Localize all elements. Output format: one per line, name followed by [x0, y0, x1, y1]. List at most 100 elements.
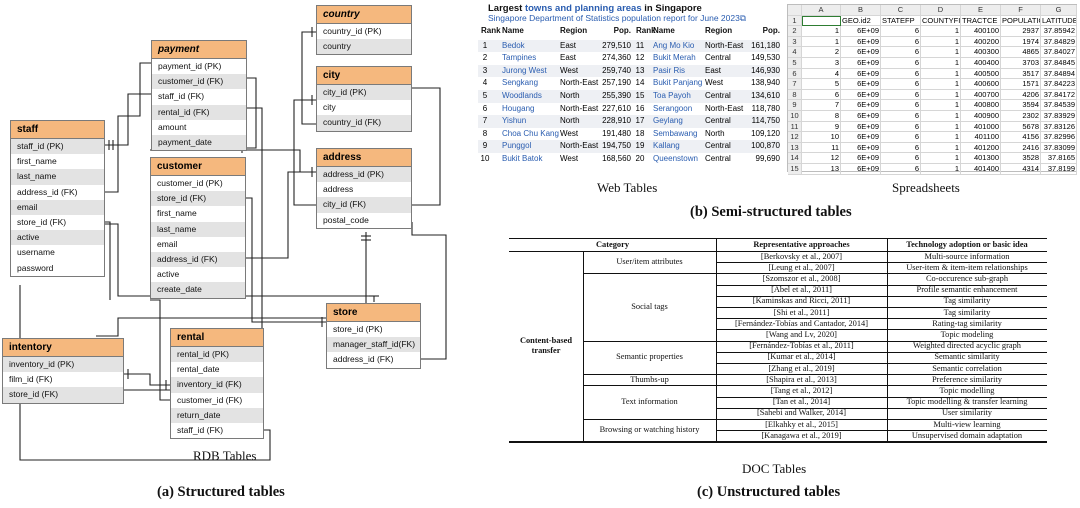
sheet-column-header[interactable]: F — [1001, 5, 1041, 16]
sheet-cell[interactable]: 6 — [881, 100, 921, 111]
sheet-cell[interactable]: 8 — [802, 111, 841, 122]
sheet-cell[interactable]: 6 — [881, 47, 921, 58]
sheet-cell[interactable]: 13 — [802, 164, 841, 175]
sheet-cell[interactable]: 6E+09 — [841, 100, 881, 111]
sheet-cell[interactable]: 6 — [881, 58, 921, 69]
sheet-cell[interactable]: 401000 — [961, 121, 1001, 133]
sheet-cell[interactable]: 6 — [881, 164, 921, 175]
sheet-cell[interactable]: 1571 — [1001, 79, 1041, 90]
sheet-row-header[interactable]: 11 — [788, 121, 802, 133]
sheet-column-header[interactable]: C — [881, 5, 921, 16]
sheet-cell[interactable]: 400400 — [961, 58, 1001, 69]
sheet-cell[interactable]: 4156 — [1001, 132, 1041, 143]
sheet-cell[interactable]: 6E+09 — [841, 121, 881, 133]
sheet-row-header[interactable]: 6 — [788, 68, 802, 80]
sheet-row-header[interactable]: 13 — [788, 142, 802, 154]
sheet-cell[interactable]: 10 — [802, 132, 841, 143]
town-link[interactable]: Ang Mo Kio — [653, 40, 695, 50]
town-link[interactable]: Bukit Batok — [502, 154, 543, 163]
sheet-cell[interactable]: TRACTCE — [961, 15, 1001, 27]
sheet-cell[interactable]: 37.82996 — [1041, 132, 1077, 143]
town-link[interactable]: Sembawang — [653, 128, 698, 138]
sheet-cell[interactable]: 401300 — [961, 153, 1001, 164]
sheet-cell[interactable]: 1 — [921, 132, 961, 143]
sheet-cell[interactable]: 3517 — [1001, 68, 1041, 80]
sheet-cell[interactable]: 400900 — [961, 111, 1001, 122]
town-link[interactable]: Jurong West — [502, 65, 547, 75]
sheet-cell[interactable]: 6E+09 — [841, 153, 881, 164]
sheet-cell[interactable]: 400100 — [961, 26, 1001, 37]
web-table-subtitle[interactable]: Singapore Department of Statistics popul… — [488, 13, 746, 23]
sheet-row-header[interactable]: 10 — [788, 111, 802, 122]
sheet-cell[interactable]: 6E+09 — [841, 26, 881, 37]
sheet-cell[interactable]: 6 — [881, 121, 921, 133]
sheet-cell[interactable]: 400600 — [961, 79, 1001, 90]
sheet-cell[interactable]: 6 — [881, 142, 921, 154]
sheet-cell[interactable]: 4314 — [1001, 164, 1041, 175]
sheet-column-header[interactable]: E — [961, 5, 1001, 16]
sheet-column-header[interactable] — [788, 5, 802, 16]
town-link[interactable]: Bukit Panjang — [653, 78, 703, 88]
sheet-cell[interactable]: 37.83099 — [1041, 142, 1077, 154]
sheet-cell[interactable] — [802, 15, 841, 27]
sheet-cell[interactable]: 401100 — [961, 132, 1001, 143]
sheet-cell[interactable]: 5 — [802, 79, 841, 90]
sheet-cell[interactable]: 400200 — [961, 36, 1001, 48]
sheet-cell[interactable]: LATITUDE — [1041, 15, 1077, 27]
sheet-cell[interactable]: 1 — [802, 36, 841, 48]
sheet-cell[interactable]: 1 — [921, 100, 961, 111]
sheet-cell[interactable]: 400800 — [961, 100, 1001, 111]
sheet-cell[interactable]: 2416 — [1001, 142, 1041, 154]
sheet-cell[interactable]: 1 — [921, 68, 961, 80]
town-link[interactable]: Choa Chu Kang — [502, 128, 559, 138]
sheet-cell[interactable]: 400700 — [961, 89, 1001, 101]
sheet-cell[interactable]: 4865 — [1001, 47, 1041, 58]
sheet-cell[interactable]: 400500 — [961, 68, 1001, 80]
town-link[interactable]: Hougang — [502, 103, 535, 113]
sheet-row-header[interactable]: 2 — [788, 26, 802, 37]
sheet-column-header[interactable]: G — [1041, 5, 1077, 16]
sheet-cell[interactable]: 37.8165 — [1041, 153, 1077, 164]
sheet-row-header[interactable]: 14 — [788, 153, 802, 164]
sheet-cell[interactable]: 6 — [881, 79, 921, 90]
sheet-cell[interactable]: 37.84172 — [1041, 89, 1077, 101]
sheet-cell[interactable]: 1 — [921, 79, 961, 90]
sheet-cell[interactable]: 1 — [921, 153, 961, 164]
sheet-cell[interactable]: 401400 — [961, 164, 1001, 175]
sheet-cell[interactable]: 6E+09 — [841, 68, 881, 80]
sheet-cell[interactable]: 37.84845 — [1041, 58, 1077, 69]
sheet-cell[interactable]: 6 — [881, 26, 921, 37]
sheet-row-header[interactable]: 4 — [788, 47, 802, 58]
town-link[interactable]: Toa Payoh — [653, 91, 691, 100]
town-link[interactable]: Woodlands — [502, 91, 542, 100]
sheet-cell[interactable]: 1 — [921, 36, 961, 48]
sheet-cell[interactable]: 6E+09 — [841, 47, 881, 58]
sheet-cell[interactable]: 1 — [921, 121, 961, 133]
sheet-cell[interactable]: 37.84894 — [1041, 68, 1077, 80]
sheet-cell[interactable]: 1 — [921, 164, 961, 175]
sheet-cell[interactable]: 1 — [921, 26, 961, 37]
sheet-cell[interactable]: 3594 — [1001, 100, 1041, 111]
sheet-cell[interactable]: 1 — [802, 26, 841, 37]
sheet-cell[interactable]: 400300 — [961, 47, 1001, 58]
sheet-cell[interactable]: 6E+09 — [841, 58, 881, 69]
sheet-cell[interactable]: 3528 — [1001, 153, 1041, 164]
town-link[interactable]: Punggol — [502, 141, 532, 151]
sheet-cell[interactable]: 6 — [881, 36, 921, 48]
sheet-row-header[interactable]: 3 — [788, 36, 802, 48]
sheet-row-header[interactable]: 15 — [788, 164, 802, 175]
sheet-cell[interactable]: 37.83929 — [1041, 111, 1077, 122]
sheet-cell[interactable]: 9 — [802, 121, 841, 133]
sheet-row-header[interactable]: 12 — [788, 132, 802, 143]
sheet-cell[interactable]: STATEFP — [881, 15, 921, 27]
sheet-row-header[interactable]: 8 — [788, 89, 802, 101]
sheet-cell[interactable]: 37.85942 — [1041, 26, 1077, 37]
sheet-cell[interactable]: 4206 — [1001, 89, 1041, 101]
sheet-cell[interactable]: 7 — [802, 100, 841, 111]
sheet-cell[interactable]: 6 — [881, 89, 921, 101]
sheet-cell[interactable]: 6 — [881, 68, 921, 80]
sheet-cell[interactable]: 6 — [881, 153, 921, 164]
sheet-cell[interactable]: 6E+09 — [841, 164, 881, 175]
sheet-column-header[interactable]: A — [802, 5, 841, 16]
sheet-cell[interactable]: 6 — [881, 132, 921, 143]
